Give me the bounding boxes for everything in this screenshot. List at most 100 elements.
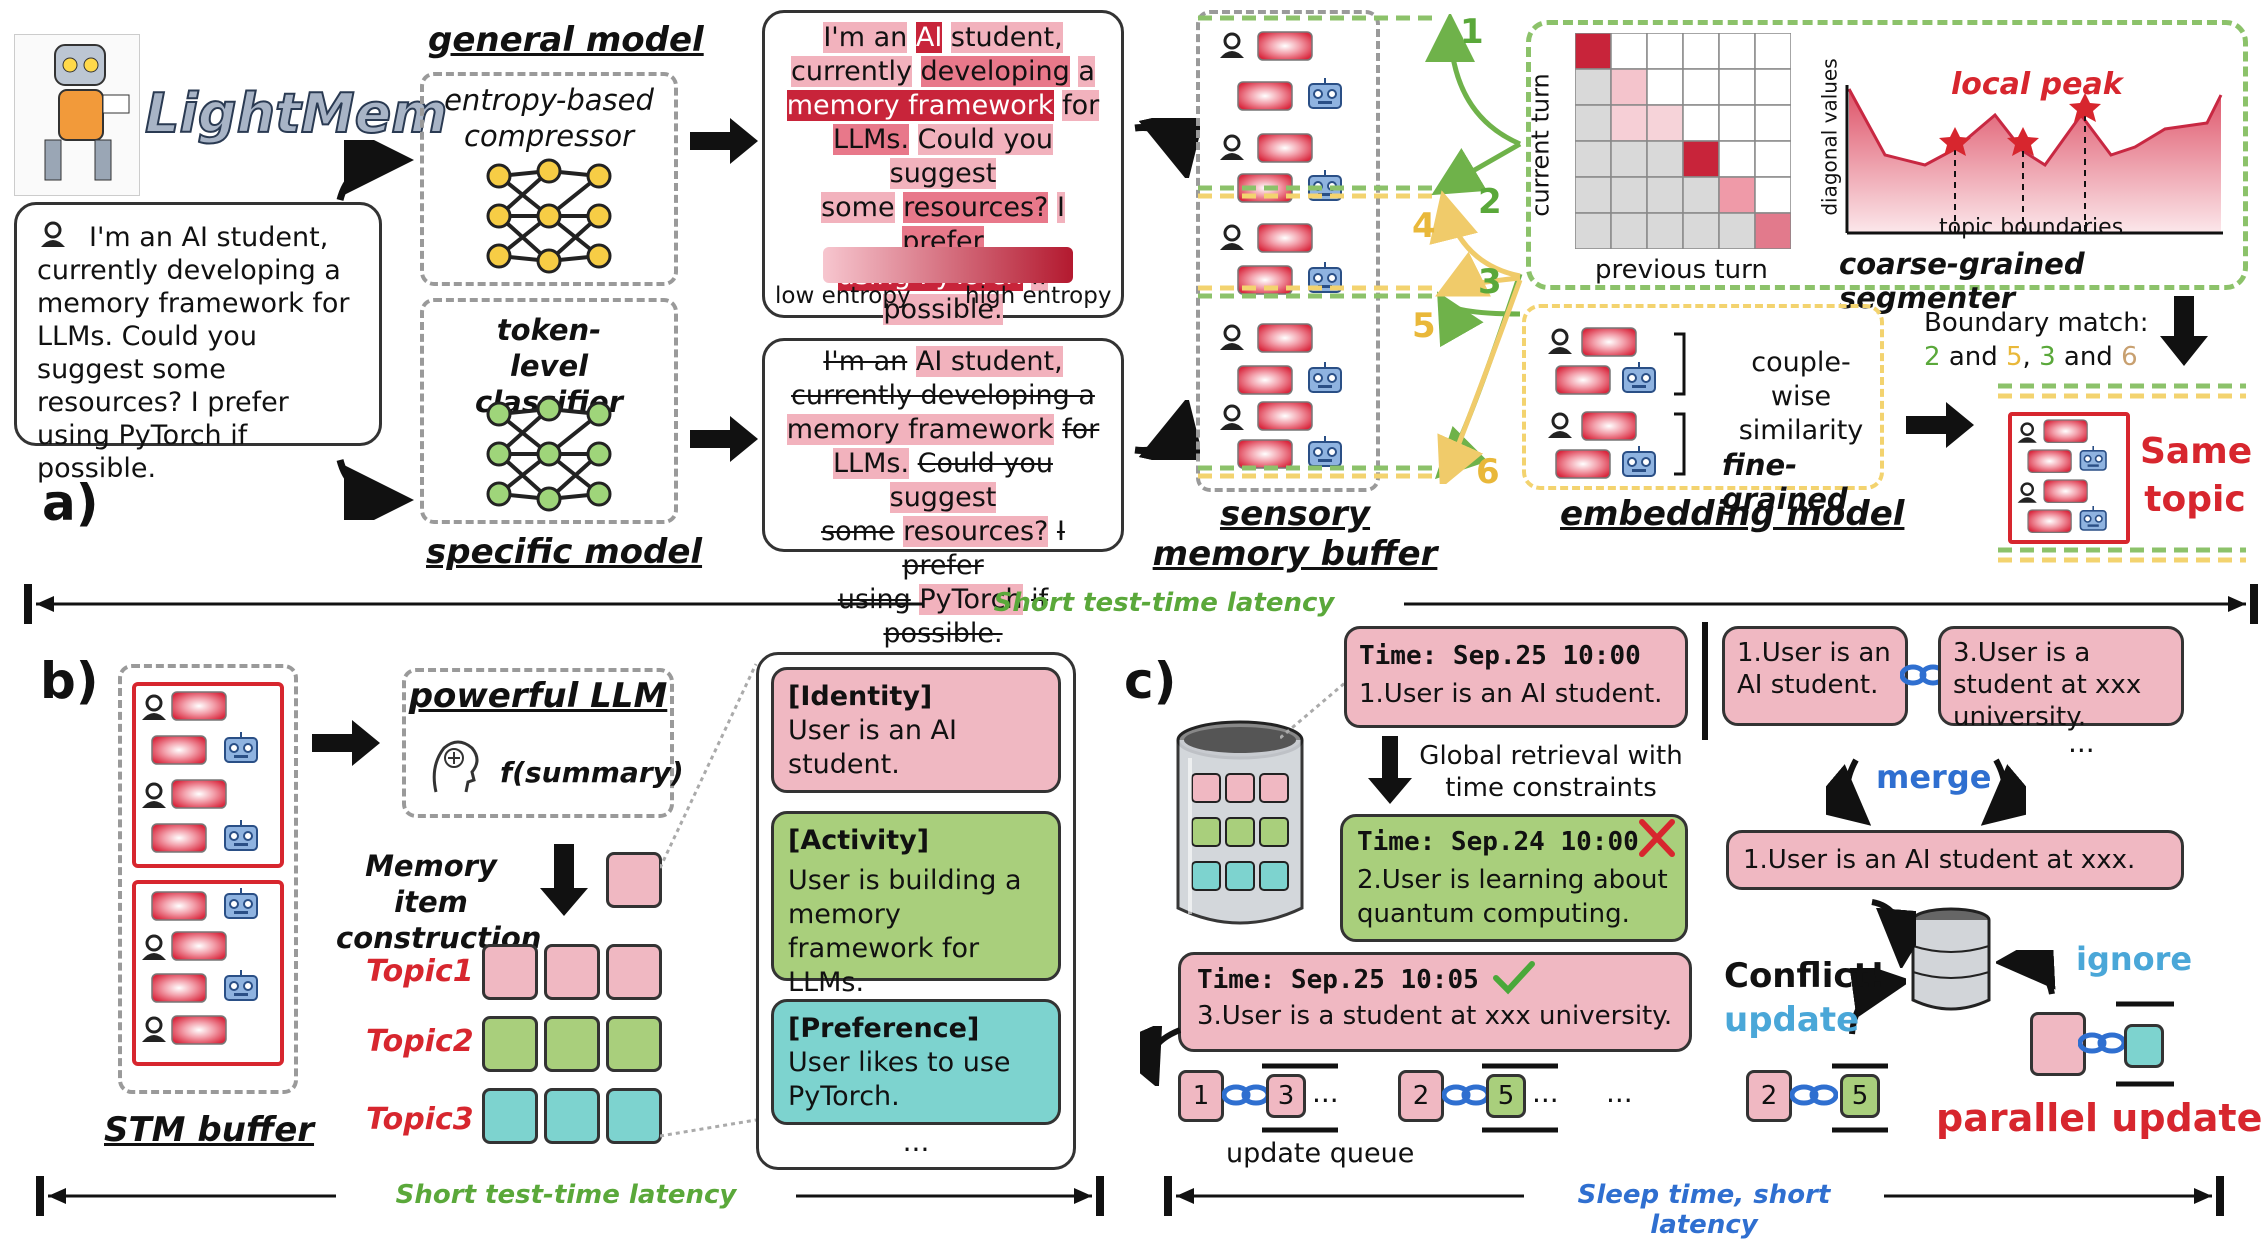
matrix-cell	[1646, 33, 1684, 70]
same-topic-box	[2008, 412, 2130, 544]
matrix-cell	[1610, 212, 1648, 249]
merge-ellipsis: ...	[2068, 726, 2095, 759]
zoom-lines	[660, 663, 758, 1138]
memory-entry-1: Time: Sep.25 10:00 1.User is an AI stude…	[1344, 626, 1688, 728]
brand-title: LightMem	[144, 81, 448, 146]
matrix-cell	[1575, 176, 1612, 214]
merge-arrows	[1826, 758, 2026, 826]
check-icon	[1493, 961, 1535, 995]
arrow-to-buffer	[1134, 118, 1200, 178]
matrix-cell	[1754, 104, 1791, 142]
conflict-label: Conflict!	[1724, 956, 1886, 996]
parallel-item-ignored	[2030, 1012, 2086, 1076]
stm-group-1	[132, 682, 284, 868]
global-retrieval-label: Global retrieval with time constraints	[1419, 741, 1683, 803]
matrix-cell	[1754, 68, 1791, 106]
same-topic-lines	[1998, 383, 2246, 563]
neural-network-icon	[486, 158, 612, 274]
memory-item-tile	[606, 852, 662, 908]
arrow-right	[690, 416, 758, 462]
queue-ellipsis: ...	[1312, 1076, 1339, 1109]
panel-label-a: a)	[42, 474, 99, 532]
matrix-cell	[1575, 104, 1612, 142]
topic2-tile	[544, 1016, 600, 1072]
latency-bar-c: Sleep time, short latency	[1164, 1176, 2224, 1240]
stm-group-2	[132, 880, 284, 1066]
segment-lines	[1198, 15, 1434, 479]
curved-arrow	[1871, 899, 1916, 968]
queue-ellipsis: ...	[1532, 1076, 1559, 1109]
merge-label: merge	[1876, 758, 1992, 796]
plot-ylabel: diagonal values	[1817, 58, 1842, 216]
stm-buffer-title: STM buffer	[104, 1110, 315, 1150]
boundary-number-6: 6	[1476, 452, 1500, 492]
matrix-cell	[1646, 176, 1684, 214]
topic-label-1: Topic1	[366, 954, 474, 989]
queue-item: 1	[1178, 1070, 1224, 1122]
memory-entry-3: Time: Sep.25 10:05 3.User is a student a…	[1178, 952, 1692, 1052]
embedding-contents	[1546, 327, 1686, 479]
queue-bars	[1482, 1063, 1558, 1133]
merged-card: 1.User is an AI student at xxx.	[1726, 830, 2184, 890]
topic2-tile	[606, 1016, 662, 1072]
matrix-cell	[1646, 68, 1684, 106]
panel-label-c: c)	[1124, 652, 1177, 710]
matrix-xlabel: previous turn	[1595, 255, 1768, 285]
ignore-label: ignore	[2076, 940, 2193, 978]
entropy-gradient-bar	[823, 247, 1073, 283]
update-queue-label: update queue	[1226, 1138, 1415, 1169]
matrix-cell	[1610, 104, 1648, 142]
arrow-down	[540, 844, 588, 916]
activity-card: [Activity] User is building a memory fra…	[771, 811, 1061, 998]
powerful-llm-box: powerful LLM f(summary)	[402, 668, 684, 818]
matrix-cell	[1718, 68, 1756, 106]
matrix-cell	[1575, 68, 1612, 106]
queue-ellipsis: ...	[1606, 1076, 1633, 1109]
matrix-cell	[1575, 33, 1612, 70]
memory-entry-2: Time: Sep.24 10:00 2.User is learning ab…	[1340, 814, 1688, 942]
user-icon	[39, 221, 67, 249]
queue-bars	[1262, 1063, 1338, 1133]
stm-buffer-box	[118, 664, 298, 1094]
queue-item: 3	[1266, 1074, 1306, 1118]
boundary-match-pairs: 2 and 5, 3 and 6	[1924, 342, 2138, 372]
general-model-box: entropy-based compressor	[420, 72, 678, 286]
topic3-tile	[482, 1088, 538, 1144]
panel-label-b: b)	[40, 652, 99, 710]
zoom-line	[1280, 680, 1347, 740]
matrix-cell	[1610, 68, 1648, 106]
boundary-number-1: 1	[1460, 12, 1484, 52]
boundary-arrows	[1425, 14, 1523, 484]
arrow-to-buffer	[1134, 400, 1200, 460]
merge-left-card: 1.User is an AI student.	[1722, 626, 1908, 726]
diagonal-values-plot	[1845, 85, 2223, 235]
boundary-number-2: 2	[1478, 182, 1502, 222]
topic-label-2: Topic2	[366, 1024, 474, 1059]
curved-arrow	[1996, 950, 2056, 995]
matrix-cell	[1682, 212, 1720, 249]
low-entropy-label: low entropy	[775, 283, 911, 309]
matrix-cell	[1754, 176, 1791, 214]
link-icon	[1790, 1084, 1838, 1106]
matrix-cell	[1754, 140, 1791, 178]
queue-bars	[2116, 1001, 2174, 1087]
topic1-tile	[606, 944, 662, 1000]
matrix-cell	[1646, 212, 1684, 249]
matrix-cell	[1718, 140, 1756, 178]
matrix-cell	[1718, 176, 1756, 214]
memory-database-icon	[1176, 720, 1304, 925]
arrow-down	[1368, 736, 1412, 804]
sensory-memory-buffer	[1196, 10, 1380, 492]
topic3-tile	[544, 1088, 600, 1144]
arrow-to-specific	[336, 459, 414, 520]
update-label: update	[1724, 1000, 1860, 1040]
embedding-model-title: embedding model	[1560, 494, 1905, 534]
matrix-cell	[1718, 33, 1756, 70]
matrix-cell	[1646, 104, 1684, 142]
matrix-cell	[1610, 140, 1648, 178]
queue-item: 2	[1398, 1070, 1444, 1122]
specific-model-title: specific model	[426, 532, 703, 572]
cards-ellipsis: ...	[902, 1125, 930, 1158]
parallel-item-ignored	[2124, 1024, 2164, 1068]
powerful-llm-title: powerful LLM	[408, 676, 668, 716]
